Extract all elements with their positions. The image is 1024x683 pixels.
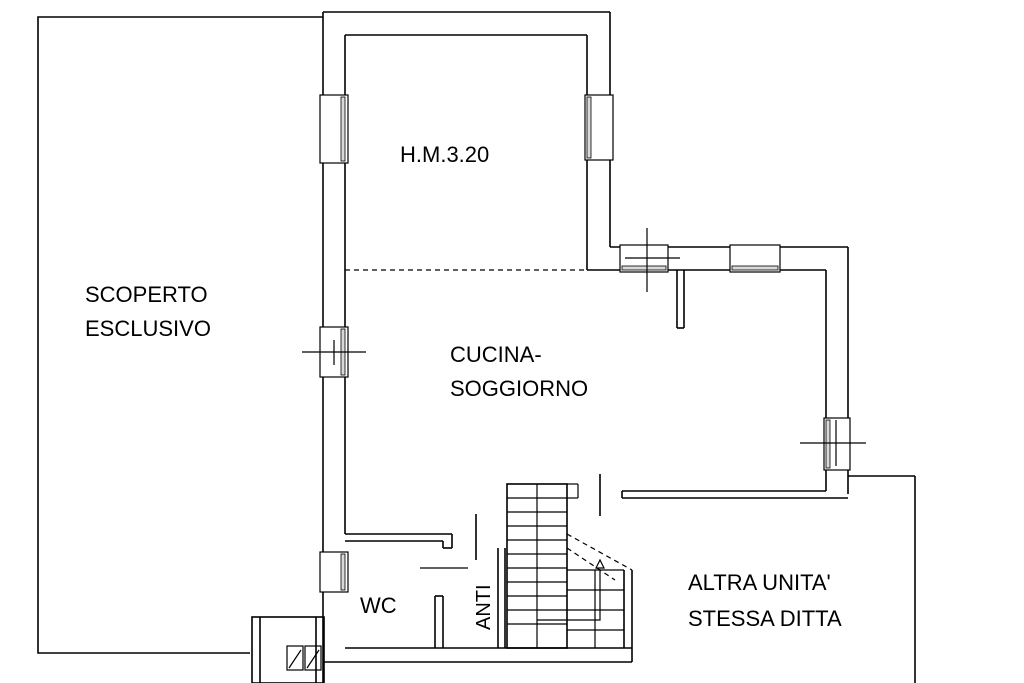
height-label: H.M.3.20 [400,142,489,167]
altra-unita-label-line2: STESSA DITTA [688,606,842,631]
windows [319,94,851,593]
altra-unita-label-line1: ALTRA UNITA' [688,570,831,595]
cucina-label-line2: SOGGIORNO [450,376,588,401]
meter-box [251,616,325,683]
cucina-label-line1: CUCINA- [450,342,542,367]
scoperto-area-outline [37,16,323,654]
anti-label: ANTI [473,584,495,630]
door-marks [420,474,601,569]
staircase [506,483,633,649]
scoperto-label-line1: SCOPERTO [85,282,208,307]
axis-cross-marks [302,228,866,466]
scoperto-label-line2: ESCLUSIVO [85,316,211,341]
interior-partitions [323,270,685,663]
wc-label: WC [360,593,397,618]
